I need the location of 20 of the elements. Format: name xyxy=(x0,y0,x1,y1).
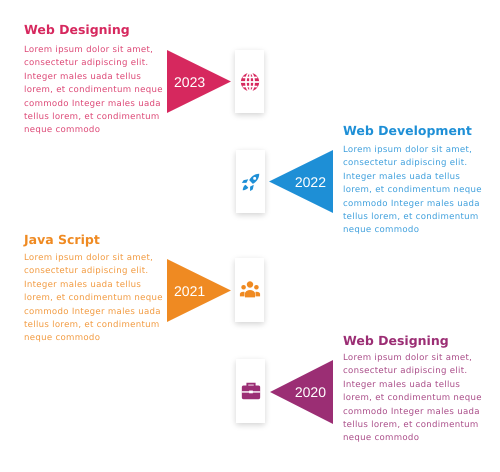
year-triangle xyxy=(167,50,231,113)
item-heading: Web Development xyxy=(343,123,472,138)
year-label: 2023 xyxy=(174,74,206,90)
icon-card xyxy=(235,258,264,322)
year-label: 2021 xyxy=(174,282,206,298)
item-description: Lorem ipsum dolor sit amet, consectetur adipiscing elit. Integer males uada tellus lorem, et condimentum neque commodo Integer males uada tellus lorem, et condimentum neque commodo xyxy=(24,252,164,346)
item-description: Lorem ipsum dolor sit amet, consectetur adipiscing elit. Integer males uada tellus lorem, et condimentum neque commodo Integer males uada tellus lorem, et condimentum neque commodo xyxy=(343,144,483,238)
year-triangle xyxy=(270,360,333,424)
year-label: 2020 xyxy=(294,384,326,400)
item-heading: Java Script xyxy=(24,232,100,247)
year-label: 2022 xyxy=(294,174,326,190)
icon-card xyxy=(235,50,264,113)
year-triangle xyxy=(167,259,231,322)
item-heading: Web Designing xyxy=(24,22,130,37)
item-description: Lorem ipsum dolor sit amet, consectetur adipiscing elit. Integer males uada tellus lorem, et condimentum neque commodo Integer males uada tellus lorem, et condimentum neque commodo xyxy=(343,352,483,446)
icon-card xyxy=(236,359,265,423)
icon-card xyxy=(236,150,265,213)
item-heading: Web Designing xyxy=(343,333,449,348)
item-description: Lorem ipsum dolor sit amet, consectetur adipiscing elit. Integer males uada tellus lorem, et condimentum neque commodo Integer males uada tellus lorem, et condimentum neque commodo xyxy=(24,44,164,138)
year-triangle xyxy=(269,150,333,213)
